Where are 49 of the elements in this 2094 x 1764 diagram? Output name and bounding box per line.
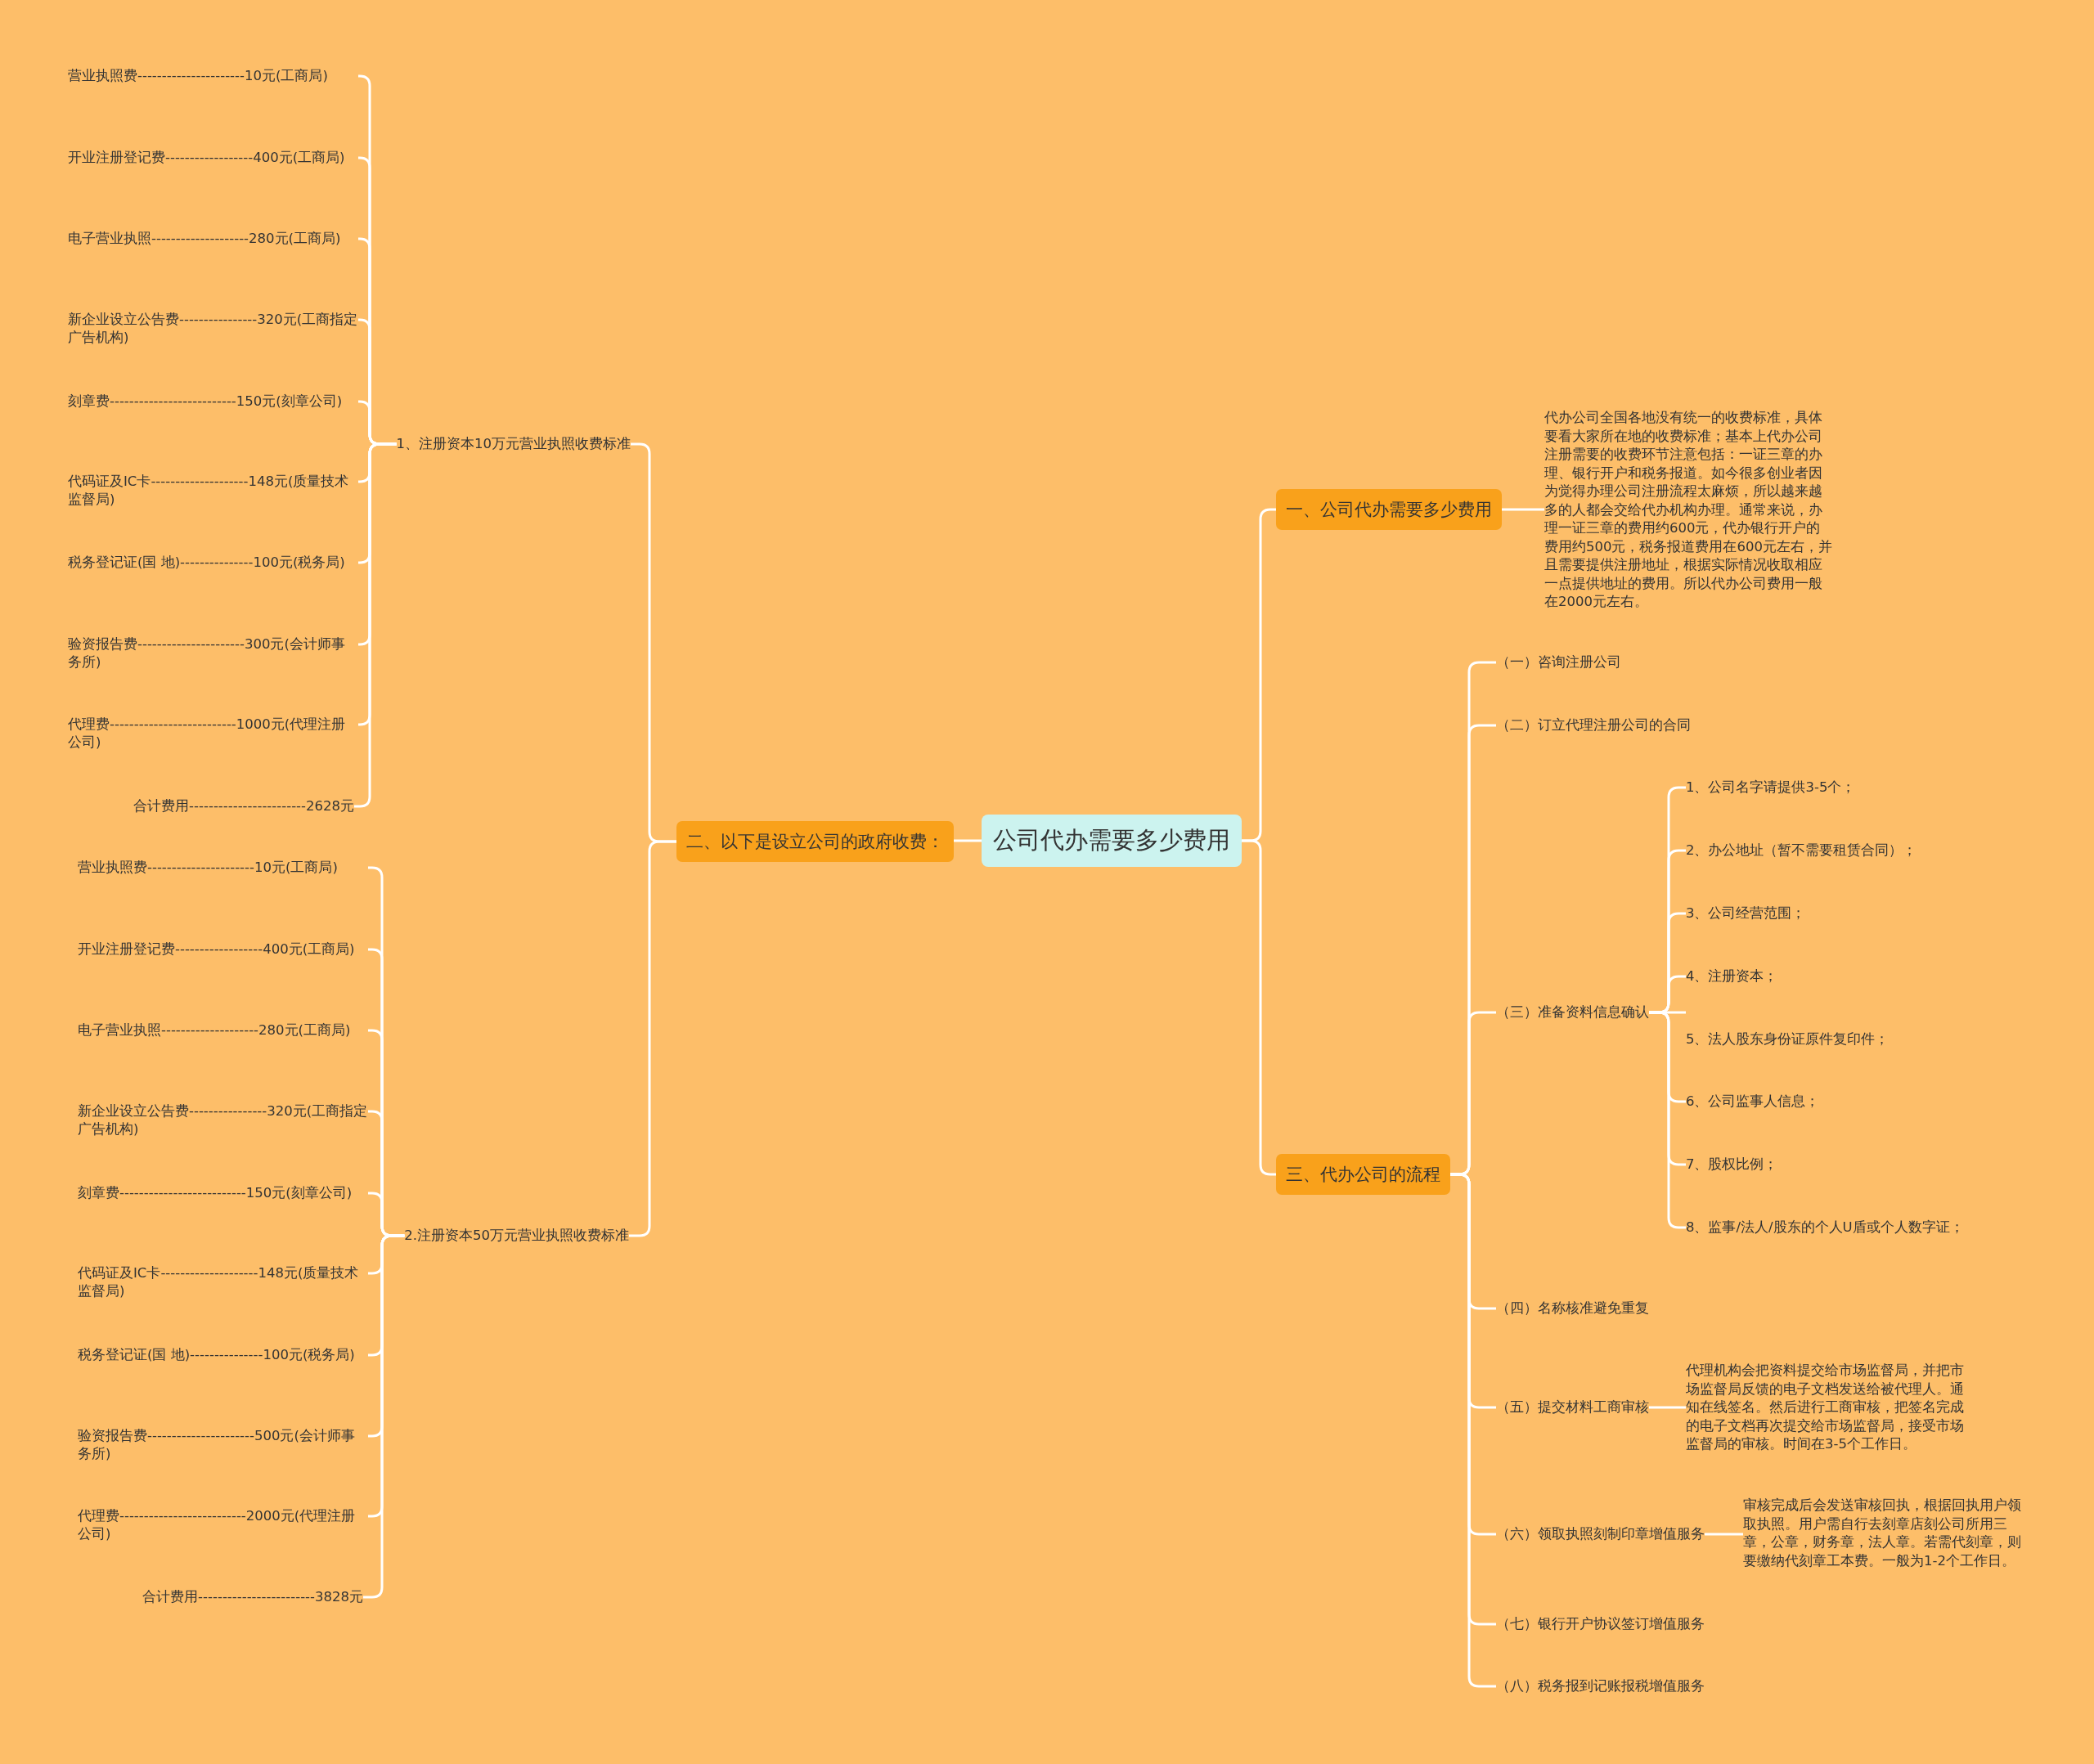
topic-text: 合计费用------------------------3828元 (142, 1588, 363, 1606)
topic-text: （四）名称核准避免重复 (1496, 1299, 1649, 1317)
topic-text: 代理费--------------------------2000元(代理注册公司) (78, 1507, 368, 1543)
topic-text: 1、注册资本10万元营业执照收费标准 (396, 435, 631, 453)
note-text: 代理机构会把资料提交给市场监督局，并把市场监督局反馈的电子文档发送给被代理人。通知在线签名。然后进行工商审核，把签名完成的电子文档再次提交给市场监督局，接受市场监督局的审核。时间在3-5个工作日。 (1686, 1362, 1974, 1454)
note-text: 审核完成后会发送审核回执，根据回执用户领取执照。用户需自行去刻章店刻公司所用三章，公章，财务章，法人章。若需代刻章，则要缴纳代刻章工本费。一般为1-2个工作日。 (1743, 1497, 2031, 1570)
topic-text: 营业执照费----------------------10元(工商局) (68, 67, 358, 85)
branch-topic-box: 二、以下是设立公司的政府收费： (676, 821, 954, 862)
topic-text: （八）税务报到记账报税增值服务 (1496, 1677, 1705, 1695)
topic-text: （七）银行开户协议签订增值服务 (1496, 1615, 1705, 1633)
topic-text: 刻章费--------------------------150元(刻章公司) (78, 1184, 368, 1202)
topic-text: （一）咨询注册公司 (1496, 653, 1621, 671)
connector-line (1649, 1406, 1686, 1409)
branch-topic-box: 三、代办公司的流程 (1276, 1154, 1450, 1195)
topic-text: （五）提交材料工商审核 (1496, 1398, 1649, 1416)
topic-text: 开业注册登记费------------------400元(工商局) (78, 940, 368, 958)
connector-line (954, 839, 982, 842)
topic-text: （六）领取执照刻制印章增值服务 (1496, 1525, 1705, 1543)
central-topic-box: 公司代办需要多少费用 (982, 815, 1242, 867)
topic-text: 2、办公地址（暂不需要租赁合同）； (1686, 842, 1917, 860)
topic-text: 验资报告费----------------------300元(会计师事务所) (68, 635, 358, 671)
topic-text: 税务登记证(国 地)---------------100元(税务局) (78, 1346, 368, 1364)
topic-text: 税务登记证(国 地)---------------100元(税务局) (68, 554, 358, 572)
topic-text: 营业执照费----------------------10元(工商局) (78, 859, 368, 877)
topic-text: 代码证及IC卡--------------------148元(质量技术监督局) (68, 473, 358, 509)
topic-text: 新企业设立公告费----------------320元(工商指定广告机构) (68, 311, 358, 347)
topic-text: 6、公司监事人信息； (1686, 1093, 1820, 1111)
topic-text: 代理费--------------------------1000元(代理注册公司) (68, 716, 358, 752)
topic-text: （三）准备资料信息确认 (1496, 1003, 1649, 1021)
topic-text: （二）订立代理注册公司的合同 (1496, 716, 1691, 734)
topic-text: 刻章费--------------------------150元(刻章公司) (68, 393, 358, 411)
topic-text: 8、监事/法人/股东的个人U盾或个人数字证； (1686, 1219, 1964, 1237)
topic-text: 3、公司经营范围； (1686, 904, 1806, 922)
connector-line (1705, 1533, 1743, 1536)
topic-text: 新企业设立公告费----------------320元(工商指定广告机构) (78, 1102, 368, 1138)
topic-text: 4、注册资本； (1686, 967, 1778, 985)
topic-text: 验资报告费----------------------500元(会计师事务所) (78, 1427, 368, 1463)
topic-text: 5、法人股东身份证原件复印件； (1686, 1030, 1890, 1048)
topic-text: 开业注册登记费------------------400元(工商局) (68, 149, 358, 167)
topic-text: 电子营业执照--------------------280元(工商局) (78, 1021, 368, 1039)
topic-text: 2.注册资本50万元营业执照收费标准 (404, 1227, 629, 1245)
topic-text: 1、公司名字请提供3-5个； (1686, 779, 1856, 797)
topic-text: 电子营业执照--------------------280元(工商局) (68, 230, 358, 248)
topic-text: 7、股权比例； (1686, 1156, 1778, 1174)
topic-text: 代码证及IC卡--------------------148元(质量技术监督局) (78, 1264, 368, 1300)
topic-text: 合计费用------------------------2628元 (133, 797, 354, 815)
note-text: 代办公司全国各地没有统一的收费标准，具体要看大家所在地的收费标准；基本上代办公司注册需要的收费环节注意包括：一证三章的办理、银行开户和税务报道。如今很多创业者因为觉得办理公司注册流程太麻烦，所以越来越多的人都会交给代办机构办理。通常来说，办理一证三章的费用约600元，代办银行开户的费用约500元，税务报道费用在600元左右，并且需要提供注册地址，根据实际情况收取相应一点提供地址的费用。所以代办公司费用一般在2000元左右。 (1544, 409, 1832, 612)
branch-topic-box: 一、公司代办需要多少费用 (1276, 489, 1502, 530)
connector-line (1502, 508, 1544, 511)
